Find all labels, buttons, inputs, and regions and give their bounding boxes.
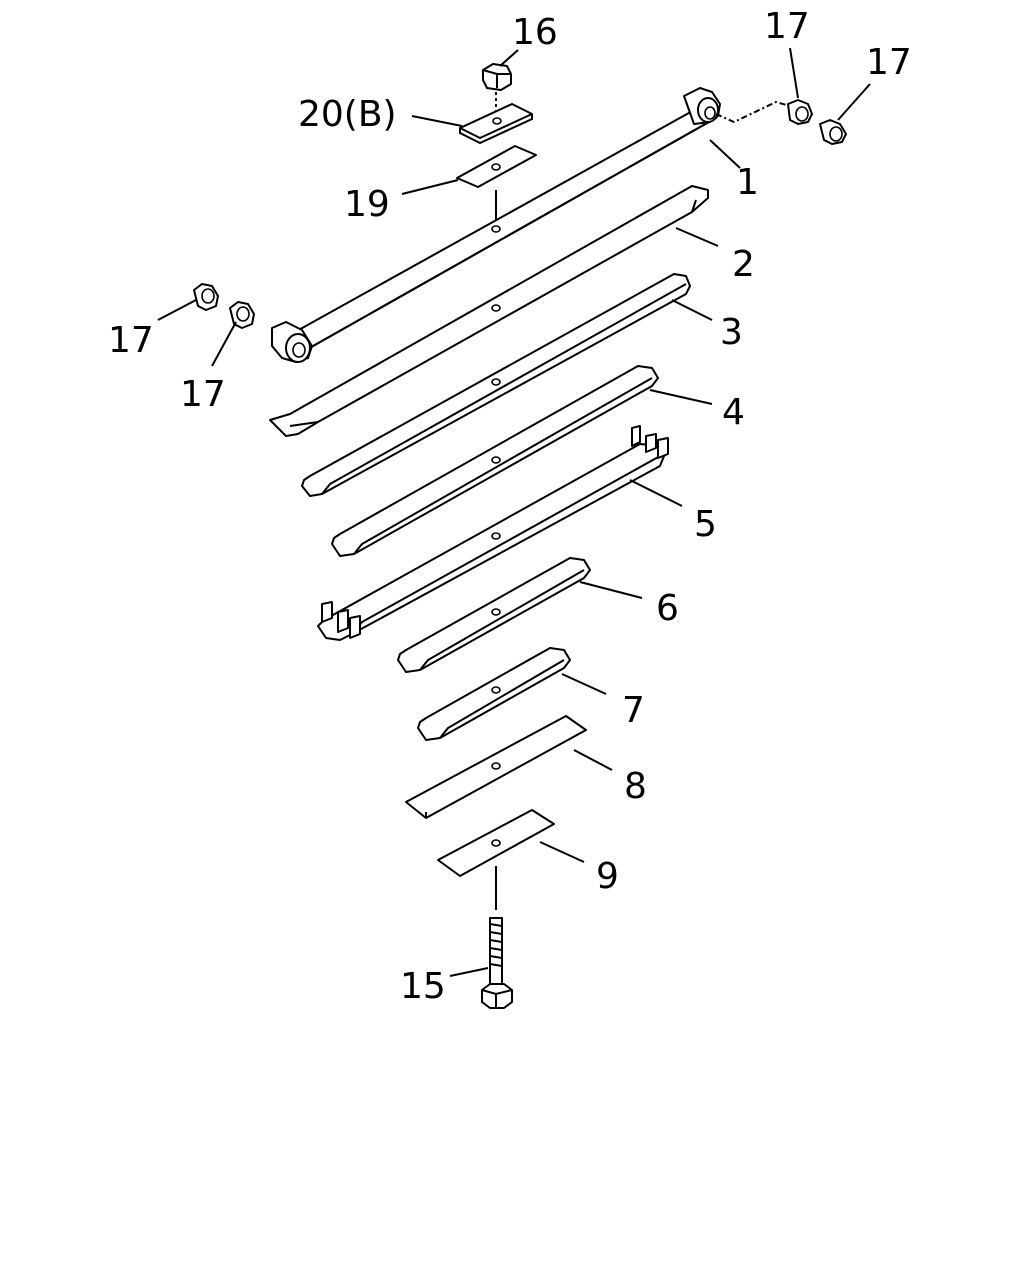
callout-17-top-left: 17 (764, 6, 810, 47)
part-17-bushing-right-b (819, 119, 847, 145)
callout-4: 4 (722, 392, 745, 433)
part-4-leaf (331, 365, 659, 557)
callout-1: 1 (736, 162, 759, 203)
leader-lines (157, 47, 871, 977)
part-17-bushing-left-a (193, 283, 219, 311)
part-3-leaf (301, 273, 691, 497)
part-5-leaf-with-clips (317, 425, 669, 641)
callout-7: 7 (622, 690, 645, 731)
part-6-leaf (397, 557, 591, 673)
callout-19: 19 (344, 184, 390, 225)
callout-20b: 20(B) (298, 94, 397, 135)
callout-17-left-a: 17 (108, 320, 154, 361)
callout-9: 9 (596, 856, 619, 897)
part-17-bushing-left-b (229, 301, 255, 329)
part-16-nut (482, 63, 512, 118)
part-1-main-leaf (271, 87, 791, 363)
part-20-plate (459, 103, 533, 145)
callout-labels: 16 17 17 20(B) 19 1 2 3 4 5 6 7 8 9 17 1… (108, 6, 912, 1007)
callout-5: 5 (694, 504, 717, 545)
callout-3: 3 (720, 312, 743, 353)
part-2-leaf (269, 185, 709, 437)
part-19-pad (456, 145, 537, 224)
part-17-bushing-right-a (787, 99, 813, 125)
callout-6: 6 (656, 588, 679, 629)
part-7-leaf (417, 647, 571, 741)
part-15-bolt (481, 917, 513, 1009)
callout-16: 16 (512, 12, 558, 53)
callout-2: 2 (732, 244, 755, 285)
callout-17-left-b: 17 (180, 374, 226, 415)
callout-8: 8 (624, 766, 647, 807)
callout-17-top-right: 17 (866, 42, 912, 83)
part-9-plate (437, 809, 555, 910)
callout-15: 15 (400, 966, 446, 1007)
part-8-leaf (405, 715, 587, 819)
